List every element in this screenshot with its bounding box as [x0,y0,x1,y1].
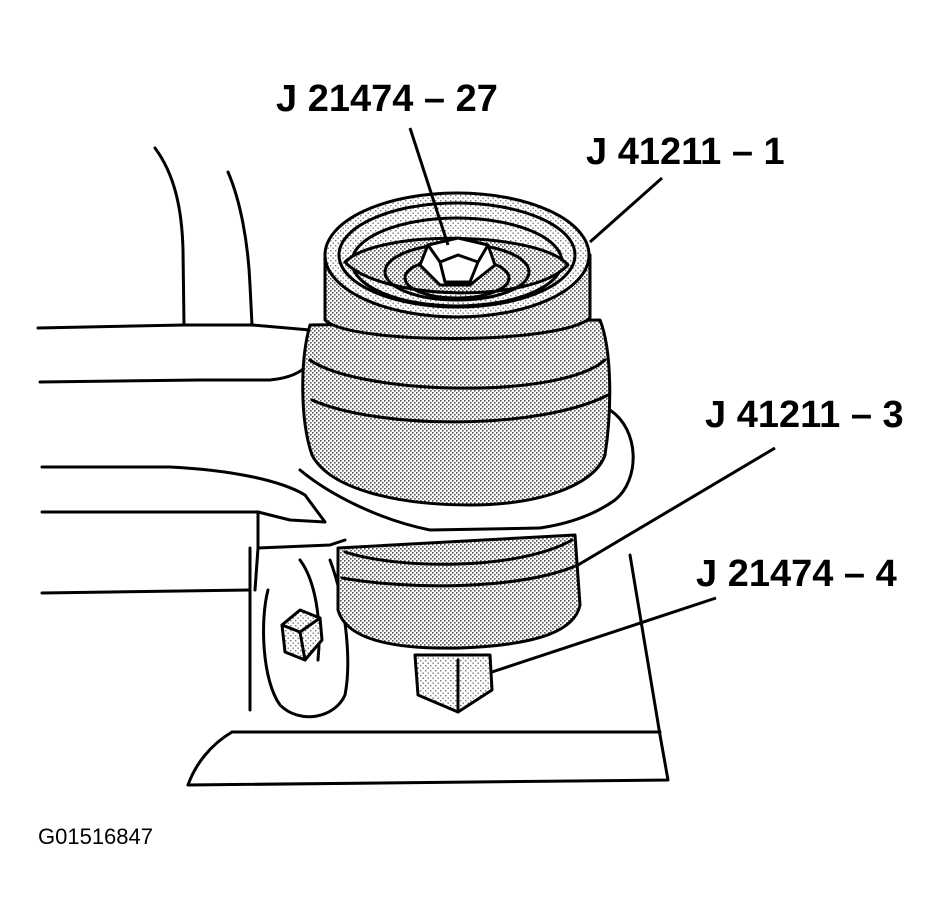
bushing-flange [298,408,635,532]
figure-id: G01516847 [38,824,153,849]
label-j21474-27: J 21474 – 27 [276,78,498,120]
label-j21474-4: J 21474 – 4 [696,553,897,595]
hex-drive-j21474-4 [413,653,494,714]
leader-j21474-27 [408,127,450,246]
receiver-cup-j41211-3 [336,533,582,650]
vehicle-frame [36,146,670,787]
leader-lines [408,127,776,674]
bolt-j21474-27 [418,236,497,287]
leader-j41211-3 [577,446,776,567]
label-j41211-1: J 41211 – 1 [586,131,785,173]
leader-j41211-1 [589,176,663,244]
leader-j21474-4 [491,596,717,674]
label-j41211-3: J 41211 – 3 [705,394,904,436]
installer-body-j41211-1 [301,191,612,507]
arm-bolt [280,608,324,662]
